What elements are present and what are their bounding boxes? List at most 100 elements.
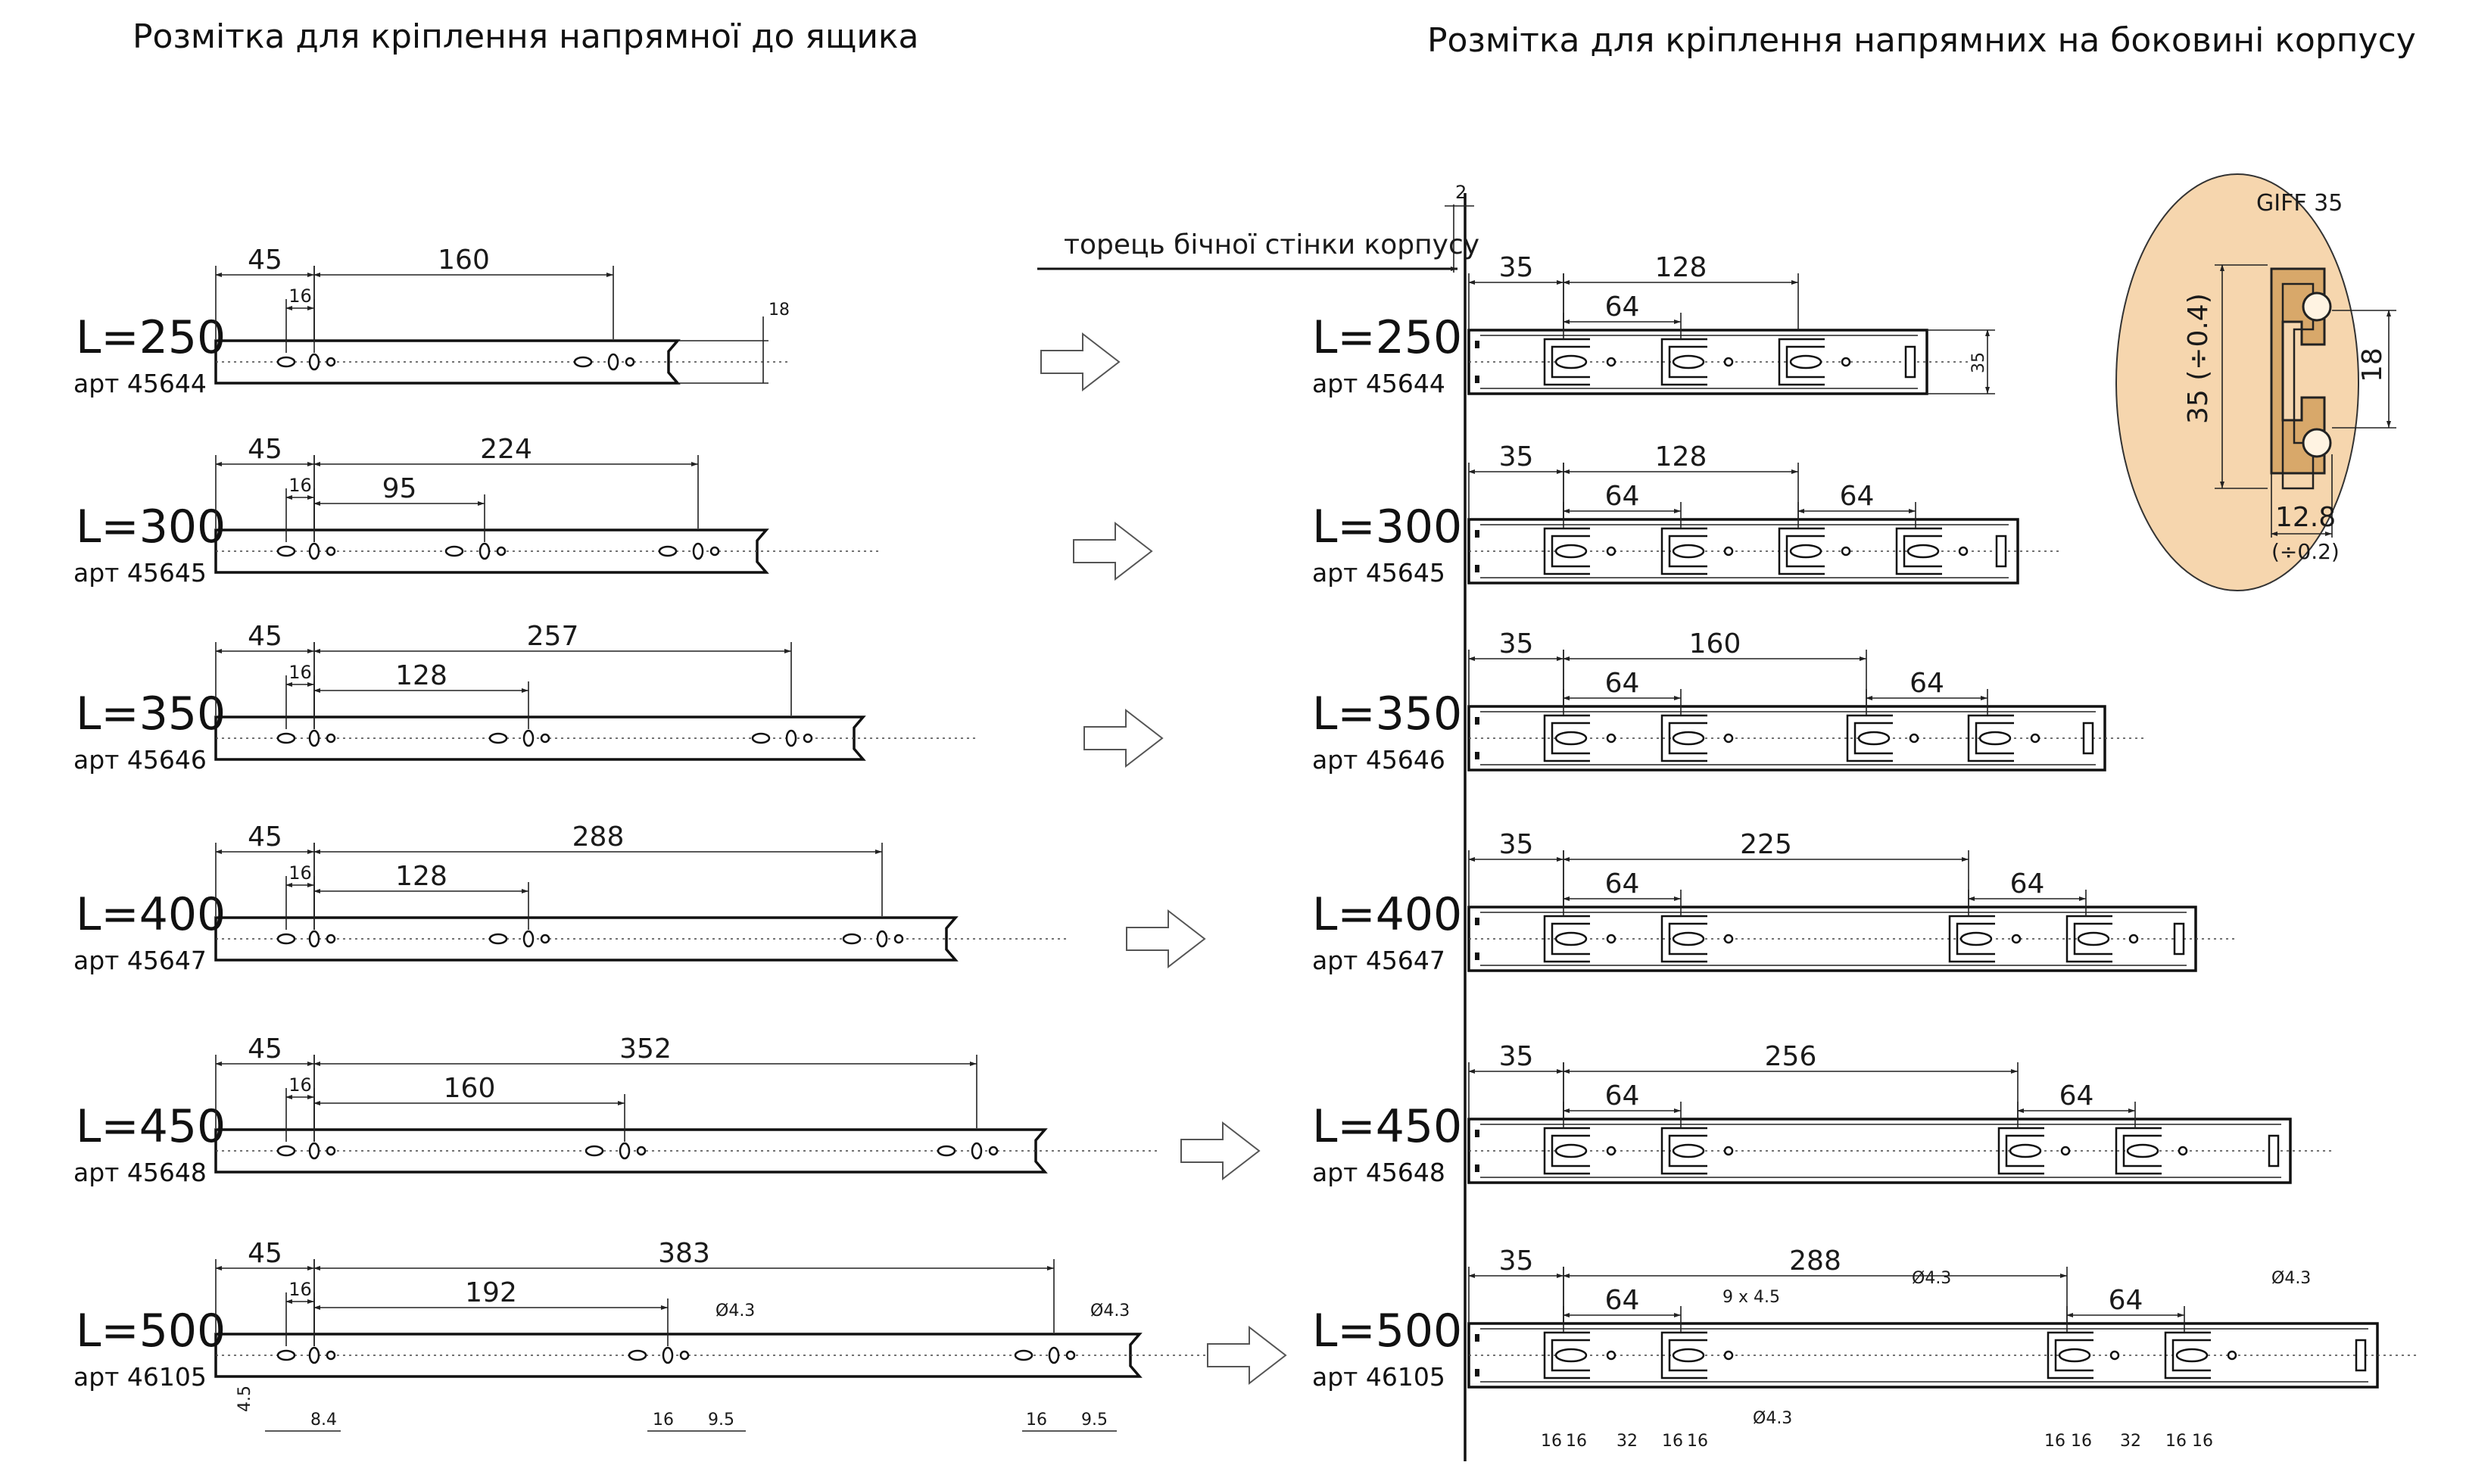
- dim-16: 16: [288, 285, 312, 307]
- cab-length-label: L=400: [1312, 888, 1462, 941]
- dim-a: 95: [382, 473, 417, 504]
- direction-arrow-icon: [1126, 909, 1206, 969]
- cab-small-dim: 16: [2165, 1432, 2187, 1451]
- dim-main: 288: [572, 822, 625, 853]
- direction-arrow-icon: [1207, 1325, 1287, 1386]
- dim-16: 16: [288, 1279, 312, 1300]
- direction-arrow-icon: [1180, 1121, 1261, 1181]
- cab-hole-diameter: Ø4.3: [1912, 1269, 1951, 1288]
- cab-dim-64: 64: [1605, 668, 1640, 699]
- cab-dim-35: 35: [1499, 829, 1534, 860]
- cab-small-dim: 32: [1616, 1432, 1638, 1451]
- length-label: L=400: [76, 888, 226, 941]
- drawer-rail: [214, 916, 959, 962]
- cab-small-dim: 16: [2192, 1432, 2213, 1451]
- profile-title: GIFF 35: [2256, 190, 2343, 217]
- article-label: арт 45644: [73, 369, 207, 398]
- cab-dim-64: 64: [1605, 481, 1640, 512]
- cab-dim-main: 225: [1740, 829, 1792, 860]
- drawer-rail: [214, 716, 866, 761]
- cab-dim-main: 128: [1655, 252, 1707, 283]
- cabinet-rail: [1467, 518, 2019, 585]
- edge-gap-label: 2: [1455, 182, 1467, 203]
- article-label: арт 46105: [73, 1362, 207, 1392]
- dim-9-5: 9.5: [708, 1411, 734, 1429]
- cab-dim-main: 288: [1789, 1246, 1841, 1277]
- profile-width: 12.8: [2275, 502, 2336, 533]
- cabinet-rail: [1467, 1322, 2379, 1389]
- dim-main: 224: [480, 434, 532, 465]
- direction-arrow-icon: [1040, 332, 1121, 392]
- cabinet-edge: 2 торець бічної стінки корпусу: [1037, 182, 1479, 1461]
- cab-hole-diameter-bottom: Ø4.3: [1753, 1409, 1792, 1428]
- cab-hole-diameter-rear: Ø4.3: [2271, 1269, 2311, 1288]
- drawer-rail: [214, 1128, 1048, 1174]
- cab-dim-64: 64: [1605, 1080, 1640, 1111]
- cab-article-label: арт 45648: [1312, 1158, 1445, 1187]
- dim-a: 192: [465, 1277, 517, 1308]
- direction-arrow-icon: [1083, 708, 1164, 768]
- length-label: L=250: [76, 311, 226, 364]
- cab-dim-rear: 64: [1840, 481, 1875, 512]
- cab-small-dim: 16: [1662, 1432, 1683, 1451]
- article-label: арт 45645: [73, 558, 207, 588]
- cab-length-label: L=300: [1312, 500, 1462, 553]
- cab-dim-rear: 64: [2059, 1080, 2094, 1111]
- cabinet-rail: [1467, 705, 2106, 772]
- cab-article-label: арт 45644: [1312, 369, 1445, 398]
- cabinet-rail: [1467, 1118, 2292, 1184]
- dim-a: 128: [395, 861, 447, 892]
- profile-section: GIFF 35 35 (÷0.4) 18 12.8 (÷0.2): [2115, 173, 2396, 591]
- cab-article-label: арт 45646: [1312, 745, 1445, 775]
- cab-dim-35: 35: [1499, 252, 1534, 283]
- cab-length-label: L=250: [1312, 311, 1462, 364]
- cab-dim-main: 160: [1689, 628, 1741, 659]
- cab-article-label: арт 46105: [1312, 1362, 1445, 1392]
- dim-8-4: 8.4: [310, 1411, 337, 1429]
- cab-small-dim: 16: [2044, 1432, 2065, 1451]
- cab-dim-rear: 64: [1910, 668, 1944, 699]
- cab-dim-rear: 64: [2010, 868, 2045, 899]
- cab-dim-64: 64: [1605, 1285, 1640, 1316]
- length-label: L=450: [76, 1100, 226, 1153]
- cab-dim-35: 35: [1499, 628, 1534, 659]
- profile-width-tol: (÷0.2): [2271, 539, 2340, 564]
- cab-small-dim: 16: [1687, 1432, 1708, 1451]
- dim-45: 45: [248, 822, 282, 853]
- edge-label: торець бічної стінки корпусу: [1064, 229, 1479, 260]
- cab-small-dim: 16: [1541, 1432, 1562, 1451]
- dim-45: 45: [248, 1238, 282, 1269]
- dim-9-5-rear: 9.5: [1081, 1411, 1108, 1429]
- cabinet-rail: [1467, 906, 2197, 972]
- heading-left: Розмітка для кріплення напрямної до ящик…: [132, 17, 918, 56]
- dim-main: 352: [619, 1034, 672, 1065]
- dim-45: 45: [248, 245, 282, 276]
- side-height-label: 35: [1969, 352, 1988, 373]
- rail-height-label: 18: [768, 301, 790, 320]
- dim-16-drawer-rear: 16: [1026, 1411, 1047, 1429]
- profile-height: 35 (÷0.4): [2183, 293, 2214, 424]
- cab-dim-35: 35: [1499, 1041, 1534, 1072]
- hole-diameter-label: Ø4.3: [1090, 1302, 1130, 1320]
- cab-article-label: арт 45647: [1312, 946, 1445, 975]
- cab-article-label: арт 45645: [1312, 558, 1445, 588]
- profile-inner: 18: [2357, 348, 2388, 382]
- cab-dim-64: 64: [1605, 292, 1640, 323]
- dim-16-drawer: 16: [653, 1411, 674, 1429]
- dim-45: 45: [248, 1034, 282, 1065]
- dim-main: 257: [527, 621, 579, 652]
- length-label: L=500: [76, 1305, 226, 1358]
- cab-dim-main: 128: [1655, 441, 1707, 472]
- dim-main: 383: [658, 1238, 710, 1269]
- cab-length-label: L=450: [1312, 1100, 1462, 1153]
- cab-dim-main: 256: [1765, 1041, 1817, 1072]
- drawer-rail: [214, 528, 769, 574]
- dim-main: 160: [438, 245, 490, 276]
- cab-small-dim: 16: [2071, 1432, 2092, 1451]
